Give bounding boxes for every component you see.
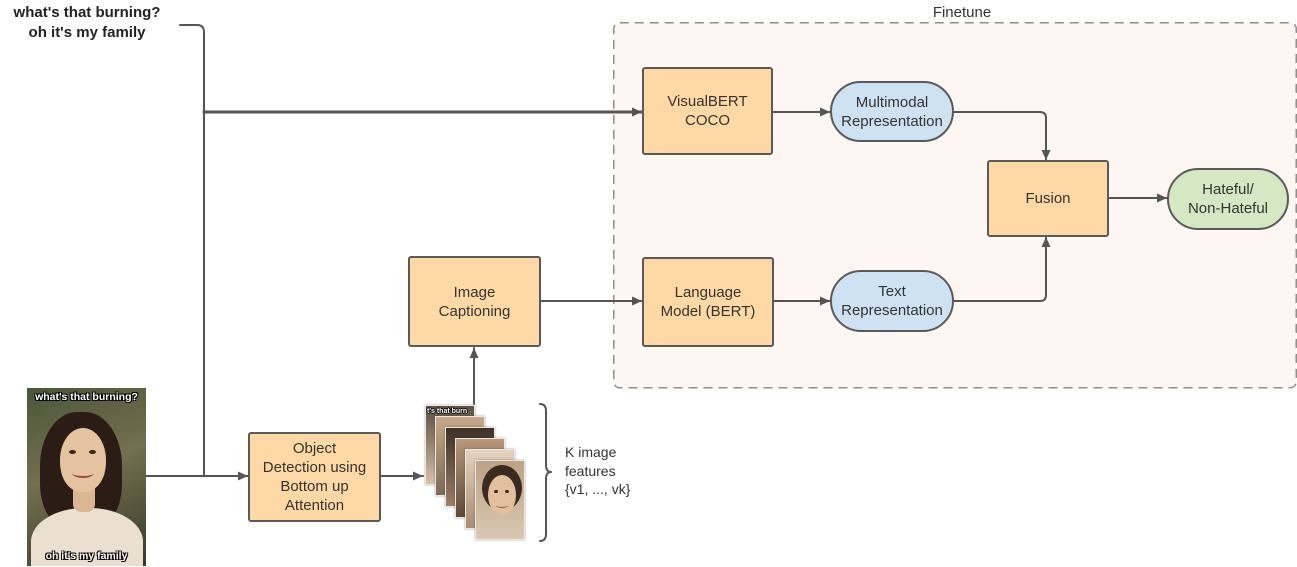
image-captioning-node: Image Captioning (408, 256, 541, 347)
multimodal-representation-node: Multimodal Representation (830, 81, 954, 142)
hateful-output-node: Hateful/ Non-Hateful (1167, 168, 1289, 230)
image-features-label: K image features {v1, ..., vk} (565, 443, 630, 499)
crop-caption: t's that burn (427, 408, 468, 415)
output-label-line-2: Non-Hateful (1187, 200, 1269, 217)
visualbert-label-line-2: COCO (685, 112, 730, 129)
text-representation-node: Text Representation (830, 270, 954, 332)
meme-body (31, 508, 143, 566)
input-meme-text: what's that burning? oh it's my family (0, 3, 174, 43)
crop-eye-right (505, 490, 509, 493)
language-model-node: Language Model (BERT) (642, 257, 774, 347)
language-model-label-line-2: Model (BERT) (660, 303, 756, 320)
visualbert-coco-node: VisualBERT COCO (642, 67, 773, 155)
fusion-node: Fusion (987, 160, 1109, 237)
meme-eye-right (89, 450, 96, 454)
image-feature-crop-face (475, 460, 525, 540)
crop-face (488, 475, 516, 515)
meme-top-caption: what's that burning? (35, 391, 138, 403)
input-text-line-2: oh it's my family (28, 24, 146, 41)
finetune-label: Finetune (932, 4, 992, 21)
text-representation-label-line-1: Text (878, 283, 906, 300)
input-text-line-1: what's that burning? (13, 4, 161, 21)
language-model-label-line-1: Language (674, 284, 742, 301)
visualbert-label-line-1: VisualBERT (667, 93, 748, 110)
crop-mouth (496, 503, 508, 508)
features-label-line-3: {v1, ..., vk} (565, 481, 631, 497)
features-label-line-1: K image (565, 444, 617, 460)
meme-mouth (72, 468, 94, 478)
meme-eye-left (69, 450, 76, 454)
object-detection-label-line-3: Bottom up (280, 478, 349, 495)
multimodal-label-line-1: Multimodal (855, 93, 929, 111)
text-representation-label-line-2: Representation (841, 302, 943, 319)
object-detection-label-line-1: Object (292, 440, 337, 457)
object-detection-label-line-2: Detection using (262, 459, 367, 476)
crop-eye-left (494, 490, 498, 493)
object-detection-node: Object Detection using Bottom up Attenti… (248, 432, 381, 522)
fusion-label: Fusion (1025, 190, 1071, 207)
connector-input-text (179, 24, 205, 477)
features-label-line-2: features (565, 462, 616, 479)
arrow-multimodal-to-fusion (953, 111, 1051, 161)
meme-image: what's that burning? oh it's my family (27, 388, 146, 566)
multimodal-label-line-2: Representation (841, 112, 943, 130)
object-detection-label-line-4: Attention (284, 497, 345, 514)
arrow-text-representation-to-fusion (953, 236, 1051, 302)
features-curly-brace (539, 403, 552, 542)
meme-face (60, 428, 106, 492)
meme-bottom-caption: oh it's my family (45, 550, 128, 562)
output-label-line-1: Hateful/ (1202, 181, 1254, 198)
finetune-region (613, 22, 1297, 389)
captioning-label-line-2: Captioning (438, 302, 511, 320)
captioning-label-line-1: Image (453, 283, 496, 301)
